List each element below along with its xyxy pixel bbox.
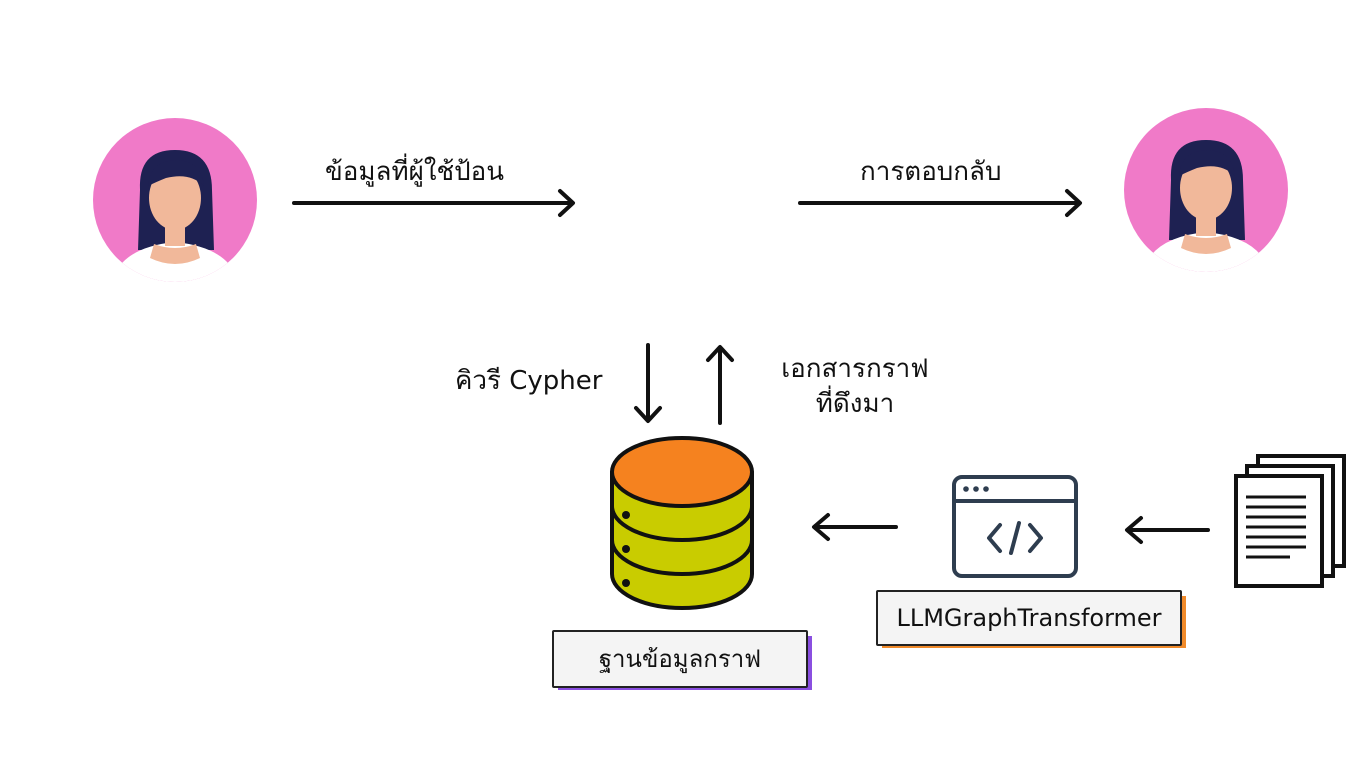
user-avatar-icon xyxy=(93,118,257,282)
user-input-label: ข้อมูลที่ผู้ใช้ป้อน xyxy=(325,157,505,187)
retrieved-docs-label-line2: ที่ดึงมา xyxy=(815,389,895,419)
user-avatar-icon xyxy=(1124,108,1288,272)
user-input-arrow xyxy=(292,189,575,217)
retrieved-docs-label-line1: เอกสารกราฟ xyxy=(781,354,929,384)
response-arrow xyxy=(798,189,1082,217)
docs-to-transformer-arrow xyxy=(1125,516,1210,544)
retrieved-docs-arrow xyxy=(706,345,734,425)
graph-db-tag: ฐานข้อมูลกราฟ xyxy=(552,630,808,688)
documents-icon xyxy=(1234,454,1346,588)
cypher-query-arrow xyxy=(634,343,662,423)
transformer-tag: LLMGraphTransformer xyxy=(876,590,1182,646)
cypher-query-label: คิวรี Cypher xyxy=(455,366,603,396)
database-icon xyxy=(610,436,754,610)
response-label: การตอบกลับ xyxy=(860,157,1002,187)
code-window-icon xyxy=(952,475,1078,578)
transformer-to-db-arrow xyxy=(812,513,898,541)
